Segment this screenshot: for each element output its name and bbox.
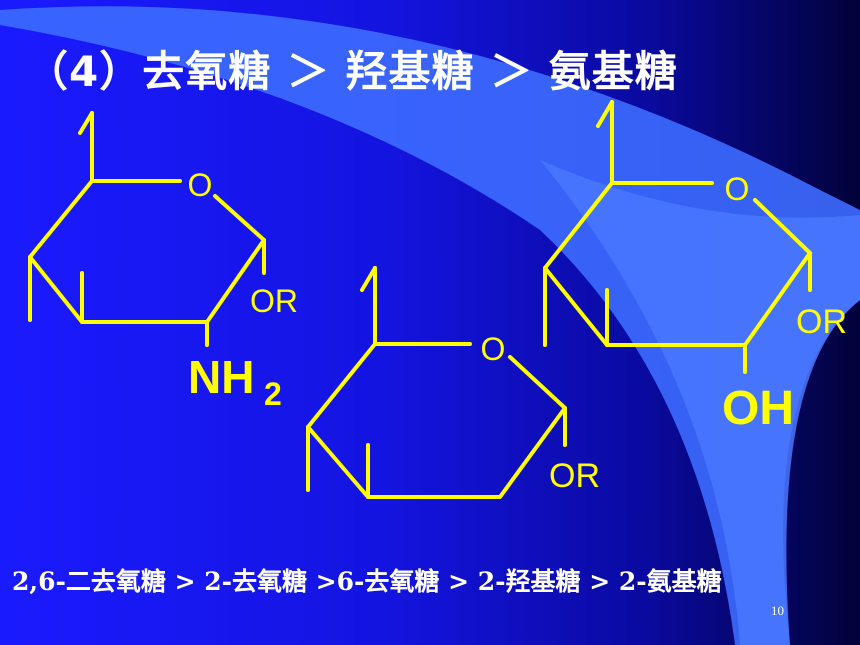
page-number: 10 — [771, 603, 784, 618]
middle-or-label: OR — [549, 457, 600, 495]
deoxy-order-caption: 2,6-二去氧糖 > 2-去氧糖 >6-去氧糖 > 2-羟基糖 > 2-氨基糖 — [12, 567, 722, 596]
right-oh-label: OH — [722, 382, 794, 435]
left-nh-label: NH — [188, 351, 254, 403]
right-ring-oxygen: O — [725, 171, 750, 207]
deoxy-sugar-structure — [306, 266, 567, 499]
slide-title: （4）去氧糖 ＞ 羟基糖 ＞ 氨基糖 — [26, 47, 678, 96]
hydroxy-sugar-structure — [543, 100, 812, 374]
middle-ring-oxygen: O — [481, 331, 506, 367]
left-or-label: OR — [250, 283, 298, 319]
right-or-label: OR — [796, 303, 847, 341]
accent-wedge-highlight — [540, 160, 860, 645]
accent-wedge — [0, 6, 860, 645]
left-ring-oxygen: O — [188, 167, 213, 203]
amino-sugar-structure — [28, 111, 266, 347]
left-nh-subscript: 2 — [264, 376, 282, 412]
